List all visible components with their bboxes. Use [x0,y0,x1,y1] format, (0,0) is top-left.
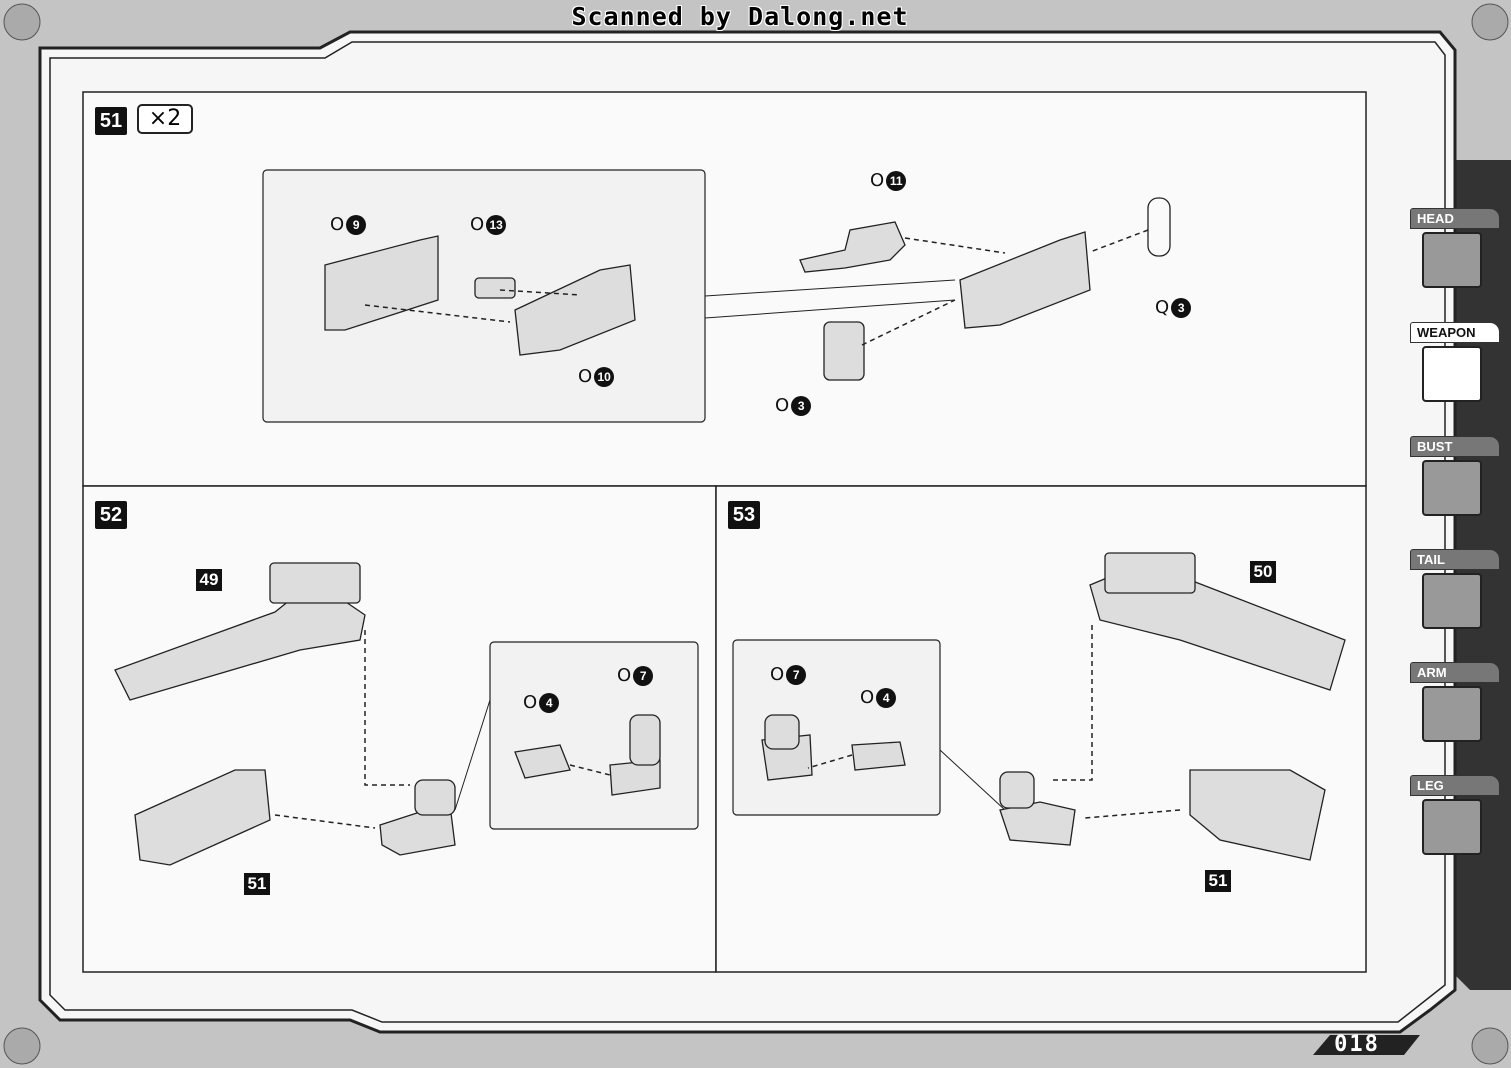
assembly-arrow [274,630,611,829]
tab-tail[interactable]: TAIL [1410,549,1500,629]
tab-weapon[interactable]: WEAPON [1410,322,1500,402]
bust-icon [1422,460,1482,516]
corner-bolt-icon [3,3,1509,1065]
tab-label: BUST [1410,436,1500,457]
arm-icon [1422,686,1482,742]
tail-icon [1422,573,1482,629]
scan-credit: Scanned by Dalong.net [571,2,909,31]
leg-icon [1422,799,1482,855]
assembly-arrow [364,229,1149,346]
step-number-52: 52 [95,501,127,529]
assembly-arrow [807,625,1181,819]
tab-arm[interactable]: ARM [1410,662,1500,742]
step-reference-badge: 49 [196,569,222,591]
tab-label: ARM [1410,662,1500,683]
tab-bust[interactable]: BUST [1410,436,1500,516]
multiplier-badge: ×2 [137,104,193,134]
step-number-51: 51 [95,107,127,135]
weapon-icon [1422,346,1482,402]
page-number: 018 [1334,1032,1380,1057]
part-drawing [761,552,1346,861]
head-icon [1422,232,1482,288]
part-drawing [114,562,661,866]
step-number-53: 53 [728,501,760,529]
tab-label: HEAD [1410,208,1500,229]
part-drawing [324,197,1171,381]
step-reference-badge: 51 [1205,870,1231,892]
tab-head[interactable]: HEAD [1410,208,1500,288]
tab-label: LEG [1410,775,1500,796]
tab-leg[interactable]: LEG [1410,775,1500,855]
step-reference-badge: 51 [244,873,270,895]
tab-label: WEAPON [1410,322,1500,343]
tab-label: TAIL [1410,549,1500,570]
step-reference-badge: 50 [1250,561,1276,583]
